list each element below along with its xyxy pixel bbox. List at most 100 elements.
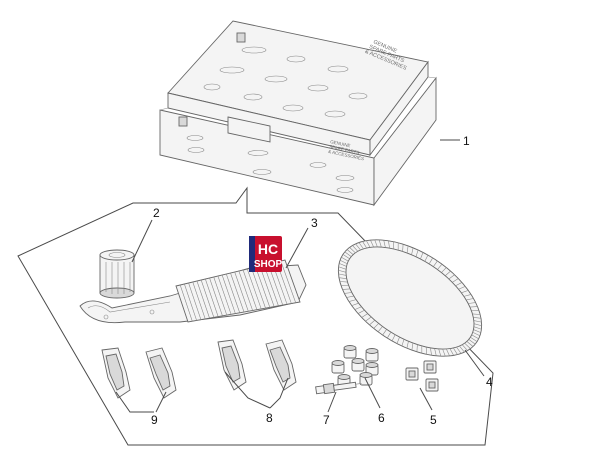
belt-tooth [469, 306, 478, 308]
belt-tooth [471, 334, 479, 340]
filter-pleat [188, 282, 202, 320]
belt-tooth [442, 348, 446, 357]
variator-sliders [405, 360, 439, 392]
belt-tooth [468, 339, 476, 345]
belt-tooth [396, 336, 400, 344]
belt-tooth [387, 331, 392, 339]
filter-pleat [234, 271, 249, 312]
belt-tooth [438, 348, 442, 357]
belt-tooth [397, 242, 399, 251]
belt-tooth [338, 269, 347, 273]
badge-line-1: HC [258, 241, 278, 257]
belt-tooth [401, 339, 405, 347]
belt-tooth [388, 240, 390, 249]
belt-tooth [346, 249, 354, 255]
belt-tooth [470, 336, 478, 342]
drive-belt [337, 239, 483, 357]
belt-tooth [406, 245, 409, 254]
belt-tooth [473, 326, 482, 330]
belt-tooth [357, 309, 365, 314]
belt-tooth [338, 266, 347, 270]
filter-pleat [217, 275, 232, 315]
filter-pleat [213, 276, 228, 316]
kit-boundary [17, 186, 494, 446]
belt-tooth [411, 247, 414, 255]
belt-tooth [338, 273, 347, 276]
belt-tooth [339, 259, 348, 264]
filter-pleat [255, 266, 271, 308]
filter-pleat [221, 274, 236, 314]
callout-4: 4 [486, 375, 493, 389]
belt-tooth [437, 263, 443, 270]
callout-2: 2 [153, 206, 160, 220]
belt-tooth [342, 288, 351, 290]
filter-pleat [192, 281, 206, 320]
side-label-line-2: SPARE PARTS [329, 144, 360, 155]
belt-tooth [338, 277, 347, 280]
filter-pleat [184, 283, 197, 321]
belt-tooth [425, 347, 428, 355]
belt-tooth [473, 323, 482, 327]
air-filter-element [175, 259, 301, 323]
roller [359, 372, 373, 386]
belt-tooth [346, 295, 354, 298]
spare-parts-box: GENUINE SPARE PARTS & ACCESSORIES GENUIN… [159, 20, 437, 207]
belt-tooth [365, 316, 372, 322]
belt-tooth [464, 342, 471, 349]
callout-3: 3 [311, 216, 318, 230]
roller [351, 358, 365, 372]
hc-shop-badge: HC SHOP [249, 236, 282, 272]
belt-tooth [358, 242, 364, 250]
belt-tooth [434, 348, 437, 356]
belt-tooth [473, 316, 482, 319]
filter-pleat [179, 284, 193, 322]
belt-tooth [461, 290, 469, 294]
belt-tooth [473, 329, 481, 333]
belt-tooth [406, 341, 409, 349]
belt-tooth [448, 274, 455, 280]
belt-tooth [453, 347, 458, 355]
belt-tooth [445, 270, 451, 276]
belt-tooth [351, 302, 359, 306]
belt-tooth [348, 299, 357, 302]
belt-tooth [466, 341, 474, 347]
filter-pleat [259, 265, 275, 307]
badge-line-2: SHOP [254, 259, 283, 270]
filter-pleat [205, 278, 219, 317]
belt-tooth [362, 241, 367, 249]
belt-tooth [430, 347, 432, 356]
belt-tooth [455, 282, 463, 287]
belt-tooth [339, 263, 347, 267]
belt-tooth [402, 244, 404, 252]
belt-tooth [421, 345, 423, 354]
filter-pleat [280, 260, 296, 303]
belt-tooth [352, 245, 359, 252]
belt-tooth [449, 348, 454, 356]
belt-tooth [471, 310, 480, 311]
belt-tooth [344, 292, 352, 294]
belt-tooth [459, 345, 465, 353]
filter-pleat [230, 272, 245, 313]
belt-tooth [472, 313, 481, 315]
filter-pleat [196, 280, 210, 319]
belt-tooth [374, 239, 378, 248]
roller [331, 360, 345, 374]
belt-tooth [392, 241, 395, 249]
callout-1: 1 [463, 134, 470, 148]
roller [365, 362, 379, 376]
belt-tooth [466, 298, 474, 301]
callout-6: 6 [378, 411, 385, 425]
filter-pleat [209, 277, 223, 316]
belt-tooth [355, 243, 361, 251]
oil-filter [99, 249, 135, 299]
callout-8: 8 [266, 411, 273, 425]
roller [343, 345, 357, 359]
belt-tooth [369, 320, 375, 326]
belt-tooth [424, 254, 429, 262]
belt-tooth [446, 348, 450, 357]
roller [365, 348, 379, 362]
belt-tooth [458, 286, 466, 290]
belt-tooth [441, 267, 447, 273]
belt-tooth [340, 285, 349, 286]
